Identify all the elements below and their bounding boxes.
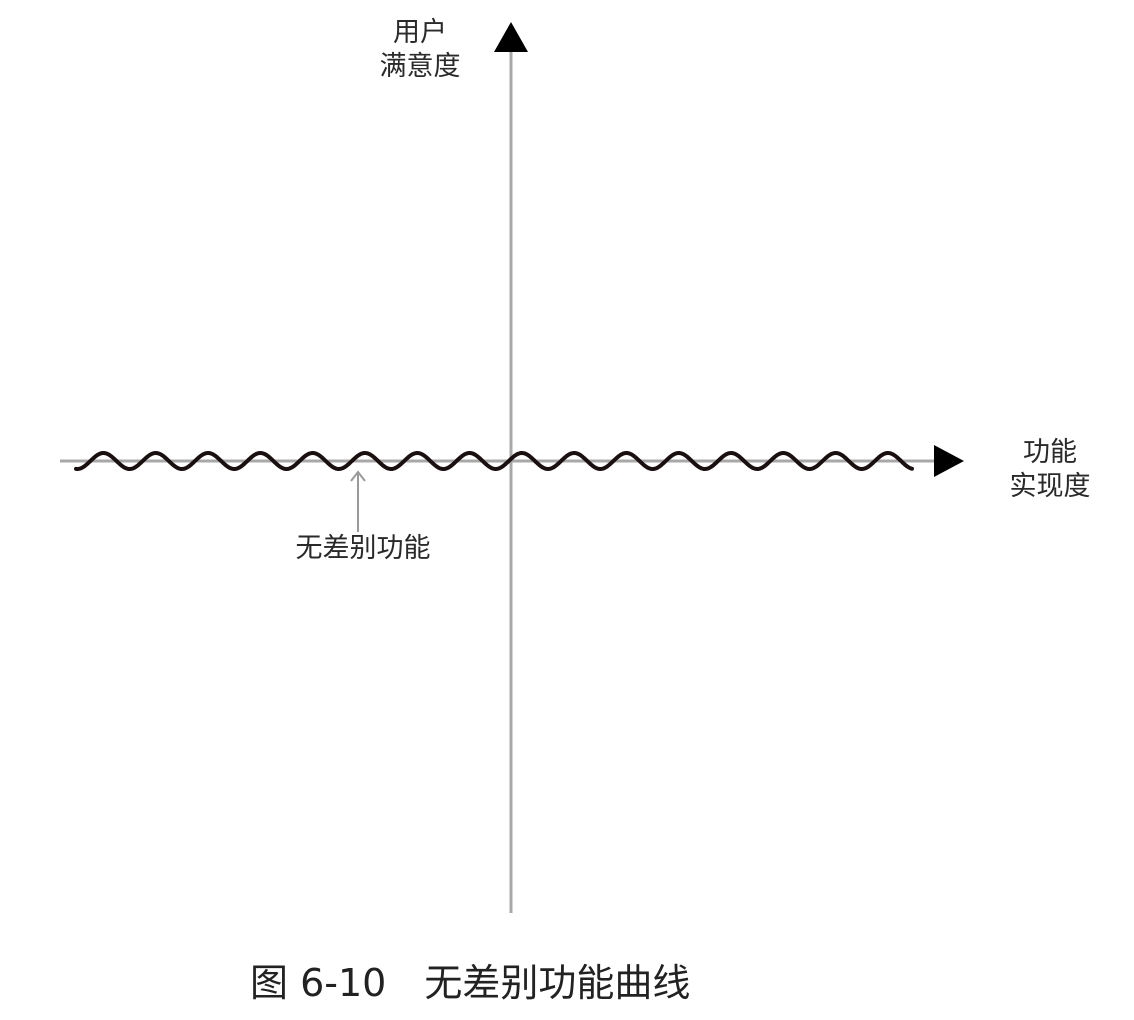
indifferent-feature-curve xyxy=(74,450,914,472)
figure-caption: 图 6-10 无差别功能曲线 xyxy=(250,961,691,1005)
y-axis-label-line1: 用户 xyxy=(393,17,447,48)
x-axis-label-line2: 实现度 xyxy=(1009,471,1091,502)
annotation-arrow-icon xyxy=(350,470,366,482)
y-axis-label: 用户 满意度 xyxy=(355,16,485,84)
curve-annotation-label: 无差别功能 xyxy=(295,533,431,564)
y-axis-label-line2: 满意度 xyxy=(379,51,461,82)
x-axis-label: 功能 实现度 xyxy=(985,436,1115,504)
x-axis-label-line1: 功能 xyxy=(1023,437,1077,468)
y-axis-arrow-icon xyxy=(494,22,528,52)
x-axis-arrow-icon xyxy=(934,445,964,477)
